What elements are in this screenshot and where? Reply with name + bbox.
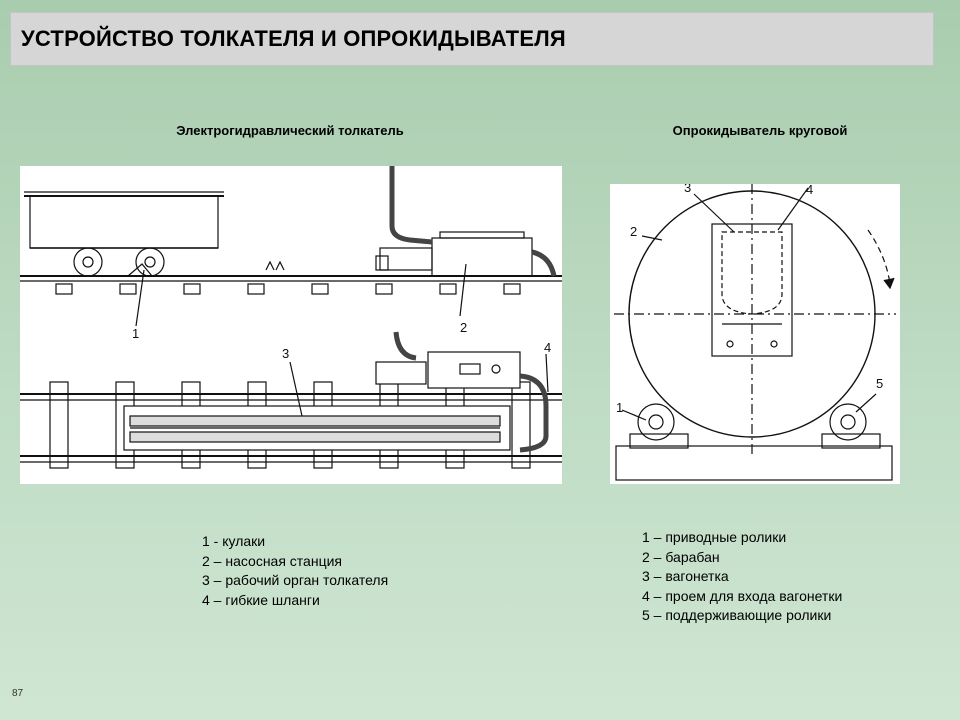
pump-station-plan bbox=[427, 351, 521, 389]
right-figure-caption: Опрокидыватель круговой bbox=[672, 123, 848, 138]
callout-r4: 4 bbox=[806, 184, 813, 197]
cam-side bbox=[127, 263, 153, 277]
flexible-hoses bbox=[519, 373, 549, 453]
sleepers-side bbox=[55, 283, 521, 295]
callout-r3: 3 bbox=[684, 184, 691, 195]
cart-wheel-right bbox=[135, 247, 165, 277]
left-figure-caption: Электрогидравлический толкатель bbox=[176, 123, 404, 138]
page-title: УСТРОЙСТВО ТОЛКАТЕЛЯ И ОПРОКИДЫВАТЕЛЯ bbox=[21, 26, 566, 51]
callout-3: 3 bbox=[282, 346, 289, 361]
legend-item: 2 – насосная станция bbox=[202, 552, 342, 569]
pump-station-side bbox=[431, 237, 533, 277]
legend-item: 5 – поддерживающие ролики bbox=[642, 607, 832, 623]
pusher-drawing: 1 2 3 4 bbox=[20, 166, 562, 484]
wagon-opening bbox=[711, 223, 793, 357]
legend-item: 1 – приводные ролики bbox=[642, 529, 787, 545]
legend-item: 3 – рабочий орган толкателя bbox=[202, 572, 389, 588]
title-bar: УСТРОЙСТВО ТОЛКАТЕЛЯ И ОПРОКИДЫВАТЕЛЯ bbox=[10, 12, 934, 66]
legend-item: 2 – барабан bbox=[642, 548, 720, 565]
legend-item: 3 – вагонетка bbox=[642, 568, 729, 584]
support-roller bbox=[829, 403, 867, 441]
support-roller-base bbox=[821, 433, 881, 449]
pusher-diagram: 1 2 3 4 bbox=[20, 166, 562, 469]
tippler-legend: 1 – приводные ролики 2 – барабан 3 – ваг… bbox=[642, 528, 842, 626]
cart-wheel-left bbox=[73, 247, 103, 277]
drive-roller-support bbox=[629, 433, 689, 449]
callout-1: 1 bbox=[132, 326, 139, 341]
callout-r5: 5 bbox=[876, 376, 883, 391]
legend-item: 1 - кулаки bbox=[202, 533, 266, 549]
callout-r2: 2 bbox=[630, 224, 637, 239]
tippler-drawing: 1 2 3 4 5 bbox=[610, 184, 900, 484]
tippler-diagram: 1 2 3 4 5 bbox=[614, 184, 896, 481]
wagon bbox=[721, 231, 783, 315]
callout-4: 4 bbox=[544, 340, 551, 355]
drive-roller bbox=[637, 403, 675, 441]
legend-item: 4 – проем для входа вагонетки bbox=[642, 587, 843, 604]
base-frame bbox=[615, 445, 893, 481]
page-number: 87 bbox=[12, 688, 24, 699]
cart-body-side bbox=[29, 195, 219, 249]
legend-item: 4 – гибкие шланги bbox=[202, 591, 320, 608]
callout-r1: 1 bbox=[616, 400, 623, 415]
pusher-legend: 1 - кулаки 2 – насосная станция 3 – рабо… bbox=[202, 532, 388, 610]
callout-2: 2 bbox=[460, 320, 467, 335]
